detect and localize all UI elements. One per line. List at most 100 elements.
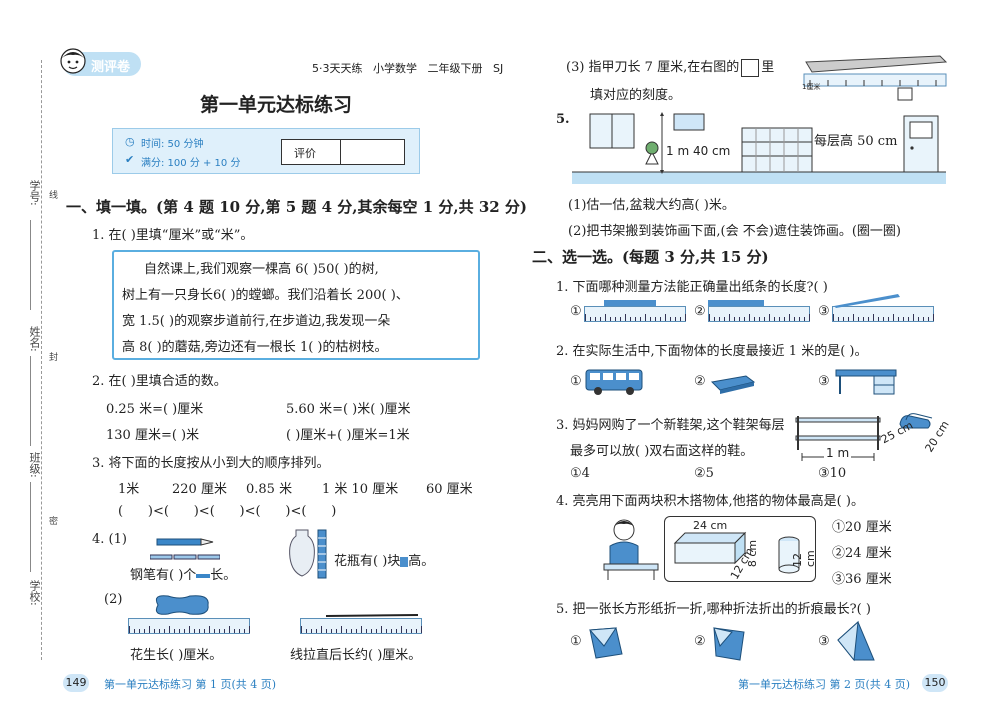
q2-r2-b: ( )厘米+( )厘米=1米 xyxy=(286,428,410,443)
s2q4-opt1-mark: ① xyxy=(832,520,846,535)
shoe-pair-icon xyxy=(898,410,934,432)
q3-lt-3: < xyxy=(244,504,256,519)
class-label: 班级: xyxy=(28,452,41,478)
ruler-tick xyxy=(714,317,715,321)
q4-vase-end: 高。 xyxy=(408,554,435,569)
test-badge: 测评卷 xyxy=(60,48,141,76)
ruler-tick xyxy=(134,629,135,633)
ruler-tick xyxy=(729,314,730,321)
s2q5-opt1-mark: ① xyxy=(570,634,582,649)
badge-text: 测评卷 xyxy=(91,60,131,75)
ruler-tick xyxy=(351,629,352,633)
fold-2-icon xyxy=(710,624,750,664)
section1-heading: 一、填一填。(第 4 题 10 分,第 5 题 4 分,其余每空 1 分,共 3… xyxy=(66,198,528,216)
s2q1-opt1-ruler xyxy=(584,306,686,322)
q4-pen-end: 长。 xyxy=(210,568,237,583)
pencil-box-icon xyxy=(708,372,756,394)
story-line-4: 高 8( )的蘑菇,旁边还有一根长 1( )的枯树枝。 xyxy=(122,340,388,355)
ruler-tick xyxy=(794,317,795,321)
ruler-tick xyxy=(169,626,170,633)
room-scene xyxy=(572,108,946,184)
seal-mark-3: 密 xyxy=(47,516,57,525)
s2q1-text: 1. 下面哪种测量方法能正确量出纸条的长度?( ) xyxy=(556,280,828,295)
ruler-tick xyxy=(774,317,775,321)
ruler-tick xyxy=(908,317,909,321)
s2q4-opt3-value: 36 厘米 xyxy=(845,572,892,587)
q4-peanut-text: 花生长( )厘米。 xyxy=(130,648,223,663)
q4-3-lead: (3) 指甲刀长 7 厘米,在右图的 xyxy=(566,60,740,75)
s2q4-opt1: ①20 厘米 xyxy=(832,516,892,535)
q2-text: 2. 在( )里填合适的数。 xyxy=(92,374,227,389)
ruler-tick xyxy=(371,629,372,633)
q3-text: 3. 将下面的长度按从小到大的顺序排列。 xyxy=(92,456,330,471)
ruler-tick xyxy=(306,629,307,633)
q2-r1-a: 0.25 米=( )厘米 xyxy=(106,402,204,417)
ruler-tick xyxy=(595,317,596,321)
ruler-tick xyxy=(868,317,869,321)
info-panel: ◷ 时间: 50 分钟 ✔ 满分: 100 分 + 10 分 评价 xyxy=(112,128,420,174)
left-page-number: 149 xyxy=(63,674,89,692)
ruler-tick xyxy=(660,317,661,321)
q3-item-1: 1米 xyxy=(118,482,140,497)
ruler-tick xyxy=(759,317,760,321)
ruler-tick xyxy=(878,317,879,321)
ruler-tick xyxy=(331,629,332,633)
ruler-tick xyxy=(843,317,844,321)
right-page-number: 150 xyxy=(922,674,948,692)
school-label: 学校: xyxy=(28,580,41,606)
q5-label: 5. xyxy=(556,112,570,127)
peanut-ruler xyxy=(128,618,250,634)
q1-story-box: 自然课上,我们观察一棵高 6( )50( )的树, 树上有一只身长6( )的螳螂… xyxy=(112,250,480,360)
block-length: 24 cm xyxy=(693,519,728,532)
s2q3-opt3-mark: ③ xyxy=(818,466,830,481)
time-limit: 时间: 50 分钟 xyxy=(141,139,204,150)
ruler-tick xyxy=(675,317,676,321)
ruler-tick xyxy=(650,317,651,321)
ruler-tick xyxy=(754,317,755,321)
ruler-tick xyxy=(149,626,150,633)
q4-label: 4. (1) xyxy=(92,532,127,547)
ruler-tick xyxy=(799,317,800,321)
seal-mark-2: 封 xyxy=(47,352,57,361)
ruler-tick xyxy=(744,317,745,321)
ruler-tick xyxy=(336,629,337,633)
ruler-tick xyxy=(386,629,387,633)
ruler-tick xyxy=(406,629,407,633)
ruler-tick xyxy=(784,317,785,321)
s2q1-opt3-strip xyxy=(832,292,902,308)
ruler-tick xyxy=(174,629,175,633)
ruler-tick xyxy=(204,629,205,633)
ruler-tick xyxy=(401,626,402,633)
ruler-tick xyxy=(709,314,710,321)
q4-3-text-b: 填对应的刻度。 xyxy=(590,88,682,103)
pen-icon xyxy=(155,532,215,546)
ruler-tick xyxy=(164,629,165,633)
s2q3-opt1-value: 4 xyxy=(581,466,590,481)
id-write-line xyxy=(30,220,31,310)
q4-pen-text: 钢笔有( )个长。 xyxy=(130,564,236,583)
ruler-tick xyxy=(144,629,145,633)
s2q4-opt1-value: 20 厘米 xyxy=(845,520,892,535)
ruler-tick xyxy=(219,629,220,633)
ruler-tick xyxy=(853,314,854,321)
ruler-tick xyxy=(361,626,362,633)
s2q1-opt3-mark: ③ xyxy=(818,304,830,319)
s2q4-text: 4. 亮亮用下面两块积木搭物体,他搭的物体最高是( )。 xyxy=(556,494,864,509)
ruler-tick xyxy=(189,626,190,633)
ruler-tick xyxy=(139,629,140,633)
s2q5-text: 5. 把一张长方形纸折一折,哪种折法折出的折痕最长?( ) xyxy=(556,602,871,617)
ruler-tick xyxy=(194,629,195,633)
ruler-tick xyxy=(779,317,780,321)
q4-2-label: (2) xyxy=(104,592,123,607)
ruler-tick xyxy=(625,314,626,321)
q3-lt-2: < xyxy=(198,504,210,519)
q2-r2-a: 130 厘米=( )米 xyxy=(106,428,200,443)
q5-part1: (1)估一估,盆栽大约高( )米。 xyxy=(568,198,735,213)
q4-vase-blank: 花瓶有( )块 xyxy=(334,554,401,569)
ruler-tick xyxy=(590,317,591,321)
boy-building-icon xyxy=(598,516,660,580)
q3-item-2: 220 厘米 xyxy=(172,482,227,497)
ruler-tick xyxy=(635,317,636,321)
ruler-tick xyxy=(376,629,377,633)
ruler-tick xyxy=(316,629,317,633)
